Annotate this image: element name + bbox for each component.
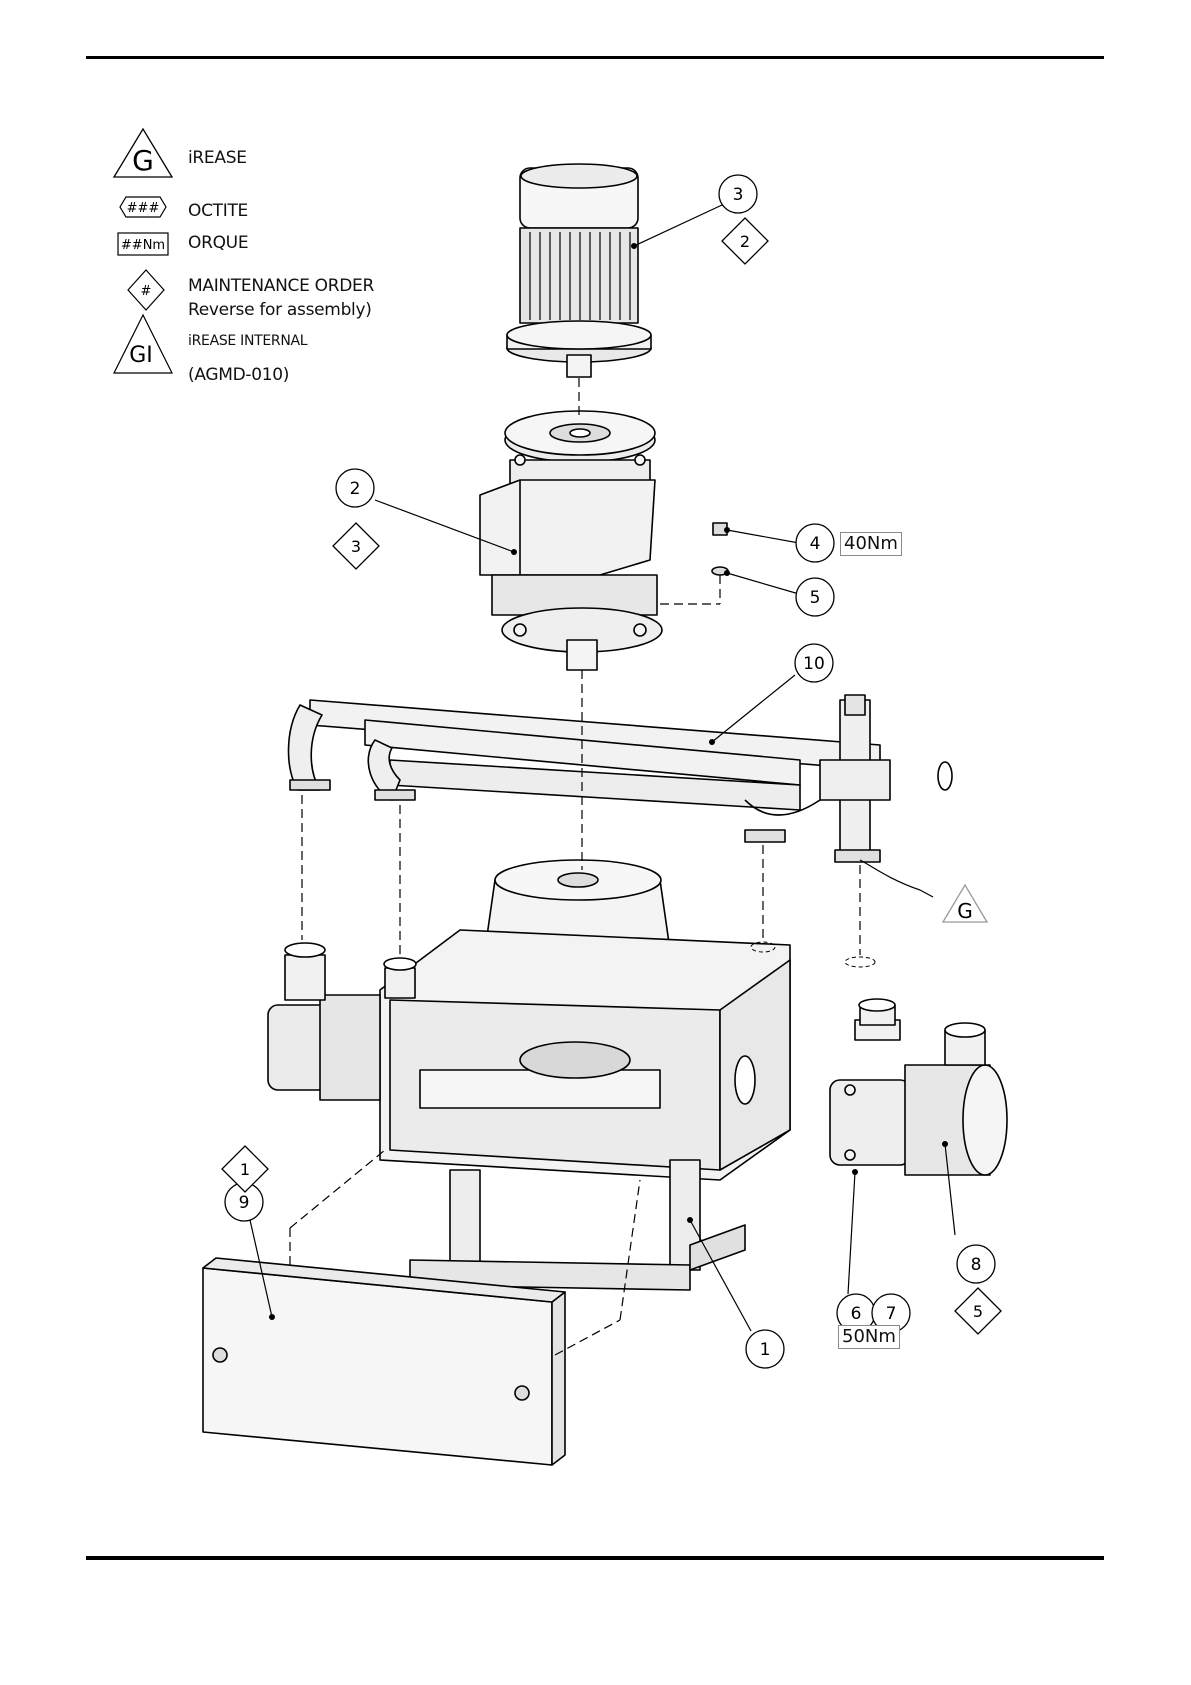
pipework [288,695,952,862]
motor [507,164,651,377]
grease-marker: G [943,885,987,923]
callout-9: 9 [239,1193,250,1213]
callout-5: 5 [810,588,821,608]
callout-3: 3 [733,185,744,205]
right-pump-head [830,999,1007,1175]
callout-2: 2 [350,479,361,499]
order-5: 5 [973,1302,983,1321]
torque-label-40nm: 40Nm [840,532,902,556]
callout-8: 8 [971,1255,982,1275]
cover-plate [203,1258,565,1465]
callout-10: 10 [803,654,825,674]
order-3: 3 [351,537,361,556]
callout-1: 1 [760,1340,771,1360]
torque-label-50nm: 50Nm [838,1325,900,1349]
gearbox [480,411,662,670]
order-2: 2 [740,232,750,251]
order-1: 1 [240,1160,250,1179]
main-body [380,860,790,1290]
callout-4: 4 [810,534,821,554]
callout-7: 7 [886,1304,897,1324]
callout-6: 6 [851,1304,862,1324]
grease-marker-letter: G [957,899,973,923]
